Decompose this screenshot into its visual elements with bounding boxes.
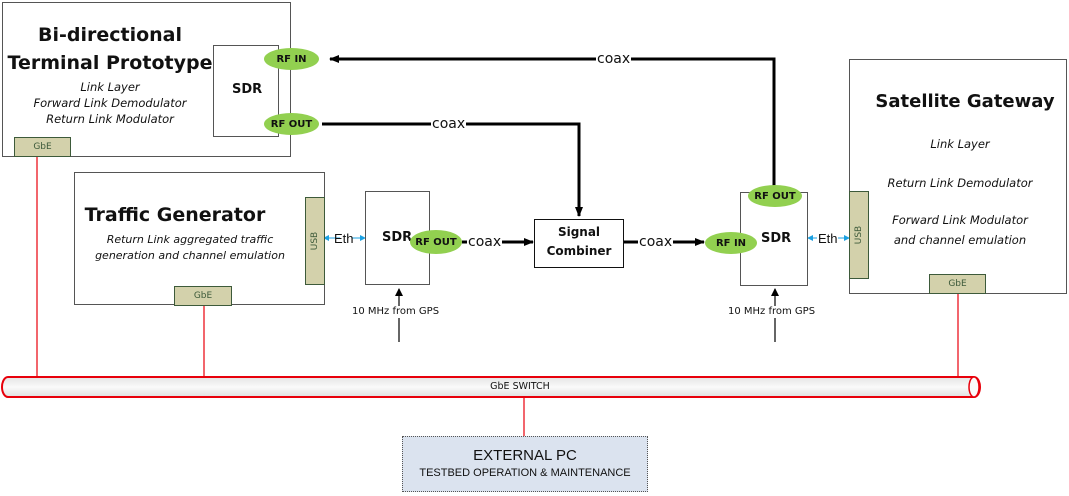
- gateway-gbe-port: GbE: [929, 274, 986, 294]
- right-gps-clock-label: 10 MHz from GPS: [728, 306, 816, 318]
- terminal-rf-in-port: RF IN: [264, 48, 319, 70]
- left-gps-clock-label: 10 MHz from GPS: [352, 306, 440, 318]
- traffic-generator-desc: generation and channel emulation: [95, 249, 285, 262]
- right-eth-label: Eth: [818, 231, 838, 246]
- traffic-generator-gbe-port: GbE: [174, 286, 232, 306]
- gbe-switch-label: GbE SWITCH: [490, 381, 550, 392]
- left-sdr-rf-out-port: RF OUT: [410, 230, 462, 254]
- terminal-prototype-box: [2, 2, 291, 157]
- gateway-feature: Link Layer: [930, 137, 990, 151]
- gateway-feature: Forward Link Modulator: [892, 213, 1028, 227]
- right-sdr-rf-in-port: RF IN: [705, 232, 757, 254]
- gateway-feature: Return Link Demodulator: [887, 176, 1033, 190]
- external-pc-subtitle: TESTBED OPERATION & MAINTENANCE: [419, 467, 631, 479]
- port-label: GbE: [948, 279, 967, 289]
- coax-forward-path: [322, 122, 583, 217]
- coax-right-label: coax: [638, 234, 674, 250]
- traffic-generator-desc: Return Link aggregated traffic: [106, 233, 274, 246]
- coax-top-label: coax: [596, 51, 632, 67]
- terminal-sdr-label: SDR: [232, 82, 263, 97]
- coax-mid-label: coax: [431, 116, 467, 132]
- terminal-sdr-box: [213, 45, 279, 137]
- external-pc-title: EXTERNAL PC: [473, 447, 577, 464]
- right-sdr-label: SDR: [761, 231, 792, 246]
- terminal-rf-out-port: RF OUT: [264, 113, 319, 135]
- terminal-feature: Return Link Modulator: [46, 112, 174, 126]
- traffic-generator-usb-port: USB: [305, 197, 325, 285]
- port-label: USB: [310, 231, 321, 251]
- terminal-title-line1: Bi-directional: [37, 24, 183, 46]
- satellite-gateway-box: [849, 59, 1067, 294]
- port-label: GbE: [193, 291, 213, 301]
- external-pc-box: [402, 436, 648, 492]
- port-label: USB: [854, 225, 865, 245]
- gateway-usb-port: USB: [849, 191, 869, 279]
- coax-left-label: coax: [467, 234, 503, 250]
- satellite-gateway-title: Satellite Gateway: [875, 91, 1055, 112]
- signal-combiner-line2: Combiner: [546, 244, 612, 258]
- signal-combiner-box: [534, 219, 624, 268]
- signal-combiner-line1: Signal: [557, 225, 601, 239]
- terminal-title-line2: Terminal Prototype: [7, 52, 213, 74]
- terminal-gbe-port: GbE: [14, 137, 71, 157]
- left-eth-label: Eth: [334, 231, 354, 246]
- traffic-generator-title: Traffic Generator: [84, 204, 266, 226]
- port-label: GbE: [33, 142, 52, 152]
- coax-return-path: [329, 55, 776, 190]
- left-sdr-label: SDR: [382, 230, 413, 245]
- right-sdr-rf-out-port: RF OUT: [748, 185, 802, 207]
- terminal-feature: Link Layer: [80, 80, 140, 94]
- terminal-feature: Forward Link Demodulator: [33, 96, 187, 110]
- gateway-feature: and channel emulation: [893, 233, 1027, 247]
